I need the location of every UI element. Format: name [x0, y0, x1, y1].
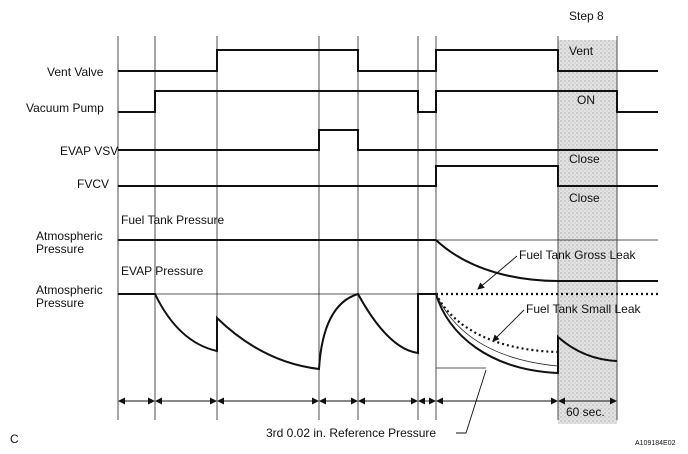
gross-leak-leader [477, 255, 518, 290]
atmospheric-label-1: Atmospheric [36, 229, 103, 243]
evap-vsv-signal [118, 129, 658, 151]
reference-pressure-label: 3rd 0.02 in. Reference Pressure [266, 426, 436, 440]
atmospheric-label-1b: Pressure [36, 242, 84, 256]
reference-pressure-curve [435, 293, 559, 367]
fvcv-label: FVCV [77, 177, 109, 191]
timing-gridlines [117, 36, 618, 420]
corner-label: C [10, 432, 19, 446]
state-vent-label: Vent [569, 44, 594, 58]
duration-label: 60 sec. [566, 405, 605, 419]
state-close-fvcv-label: Close [569, 191, 600, 205]
small-leak-leader [492, 309, 525, 342]
figure-id: A109184E02 [635, 440, 676, 447]
gross-leak-label: Fuel Tank Gross Leak [519, 248, 637, 262]
evap-vsv-label: EVAP VSV [60, 144, 118, 158]
evap-pressure-label: EVAP Pressure [121, 264, 204, 278]
fuel-tank-gross-leak-curve [435, 239, 658, 282]
atmospheric-label-2: Atmospheric [36, 283, 103, 297]
evap-pressure-curve [118, 292, 618, 375]
vacuum-pump-signal [118, 90, 658, 113]
step-label: Step 8 [569, 9, 604, 23]
fuel-tank-pressure-label: Fuel Tank Pressure [121, 213, 224, 227]
atmospheric-label-2b: Pressure [36, 296, 84, 310]
vent-valve-signal [118, 49, 658, 72]
reference-pressure-leader [456, 369, 487, 434]
fvcv-signal [118, 165, 658, 187]
small-leak-label: Fuel Tank Small Leak [526, 302, 642, 316]
state-on-label: ON [577, 93, 595, 107]
state-close-vsv-label: Close [569, 152, 600, 166]
vacuum-pump-label: Vacuum Pump [26, 101, 104, 115]
vent-valve-label: Vent Valve [47, 65, 104, 79]
